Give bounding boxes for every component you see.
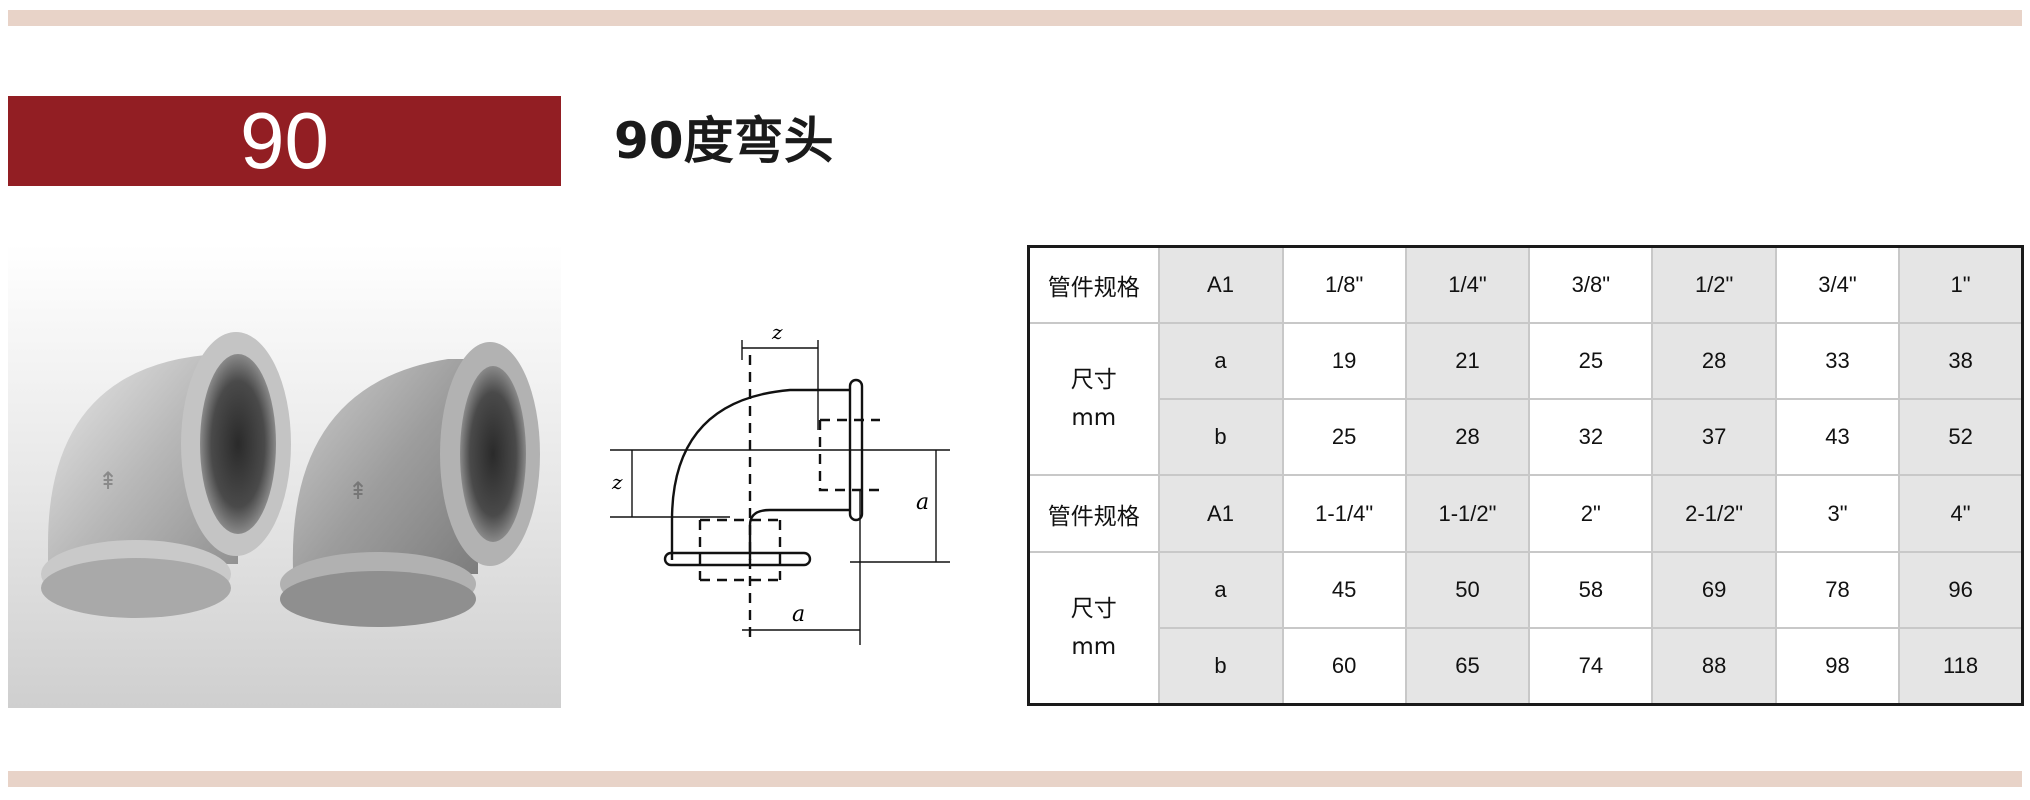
dim-label-a-vertical: a — [916, 490, 930, 515]
table-row: 管件规格 A1 1/8" 1/4" 3/8" 1/2" 3/4" 1" — [1027, 245, 2024, 325]
table-cell: 4" — [1898, 474, 2024, 553]
table-cell: 38 — [1898, 322, 2024, 401]
table-cell: 1/2" — [1651, 245, 1777, 325]
svg-text:⇞: ⇞ — [98, 467, 118, 495]
table-cell: 1-1/4" — [1281, 474, 1407, 553]
table-cell: 19 — [1281, 322, 1407, 401]
table-row: b 25 28 32 37 43 52 — [1029, 398, 2024, 477]
dim-label-z-vertical: z — [612, 470, 623, 494]
table-cell: 1/4" — [1404, 245, 1531, 325]
table-cell: 28 — [1404, 398, 1531, 477]
sub-label: A1 — [1157, 474, 1284, 553]
table-cell: 33 — [1774, 322, 1901, 401]
specification-table: 管件规格 A1 1/8" 1/4" 3/8" 1/2" 3/4" 1" 尺寸 m… — [1027, 245, 2024, 706]
table-cell: 28 — [1651, 322, 1777, 401]
table-cell: 3/8" — [1528, 245, 1654, 325]
bottom-decorative-band — [8, 771, 2022, 787]
table-cell: 37 — [1651, 398, 1777, 477]
sub-label: a — [1157, 322, 1284, 401]
table-cell: 118 — [1898, 626, 2024, 706]
table-cell: 43 — [1774, 398, 1901, 477]
table-cell: 2-1/2" — [1651, 474, 1777, 553]
table-cell: 1/8" — [1281, 245, 1407, 325]
table-cell: 74 — [1528, 626, 1654, 706]
table-cell: 1-1/2" — [1404, 474, 1531, 553]
table-cell: 25 — [1281, 398, 1407, 477]
row-label: 管件规格 — [1027, 474, 1160, 553]
row-label-size: 尺寸 mm — [1027, 550, 1160, 706]
sub-label: b — [1157, 398, 1284, 477]
table-row: b 60 65 74 88 98 118 — [1029, 626, 2024, 706]
table-cell: 98 — [1774, 626, 1901, 706]
table-cell: 3/4" — [1774, 245, 1901, 325]
sub-label: A1 — [1157, 245, 1284, 325]
dim-label-a-bottom: a — [792, 602, 806, 627]
size-label: 尺寸 — [1070, 367, 1117, 394]
svg-text:⇞: ⇞ — [348, 477, 368, 505]
table-cell: 88 — [1651, 626, 1777, 706]
table-cell: 1" — [1898, 245, 2024, 325]
product-code-banner: 90 — [8, 96, 561, 186]
table-cell: 69 — [1651, 550, 1777, 629]
elbow-fittings-image: ⇞ ⇞ — [41, 332, 540, 627]
table-cell: 65 — [1404, 626, 1531, 706]
table-cell: 3" — [1774, 474, 1901, 553]
table-cell: 25 — [1528, 322, 1654, 401]
table-cell: 21 — [1404, 322, 1531, 401]
sub-label: a — [1157, 550, 1284, 629]
size-label: 尺寸 — [1070, 595, 1117, 622]
table-cell: 2" — [1528, 474, 1654, 553]
unit-label: mm — [1071, 405, 1117, 432]
sub-label: b — [1157, 626, 1284, 706]
technical-drawing: z a a z — [610, 310, 970, 650]
product-code: 90 — [240, 96, 329, 185]
row-label: 管件规格 — [1027, 245, 1160, 325]
row-label-size: 尺寸 mm — [1027, 322, 1160, 477]
top-decorative-band — [8, 10, 2022, 26]
dim-label-z-top: z — [772, 320, 783, 344]
table-cell: 45 — [1281, 550, 1407, 629]
table-cell: 32 — [1528, 398, 1654, 477]
unit-label: mm — [1071, 633, 1117, 660]
table-row: 尺寸 mm a 19 21 25 28 33 38 — [1027, 322, 2024, 477]
table-row: 管件规格 A1 1-1/4" 1-1/2" 2" 2-1/2" 3" 4" — [1027, 474, 2024, 553]
table-cell: 58 — [1528, 550, 1654, 629]
table-cell: 96 — [1898, 550, 2024, 629]
table-cell: 52 — [1898, 398, 2024, 477]
product-photo: ⇞ ⇞ — [8, 244, 561, 708]
table-cell: 60 — [1281, 626, 1407, 706]
table-cell: 78 — [1774, 550, 1901, 629]
table-row: 尺寸 mm a 45 50 58 69 78 96 — [1027, 550, 2024, 706]
table-cell: 50 — [1404, 550, 1531, 629]
product-title: 90度弯头 — [614, 112, 834, 170]
